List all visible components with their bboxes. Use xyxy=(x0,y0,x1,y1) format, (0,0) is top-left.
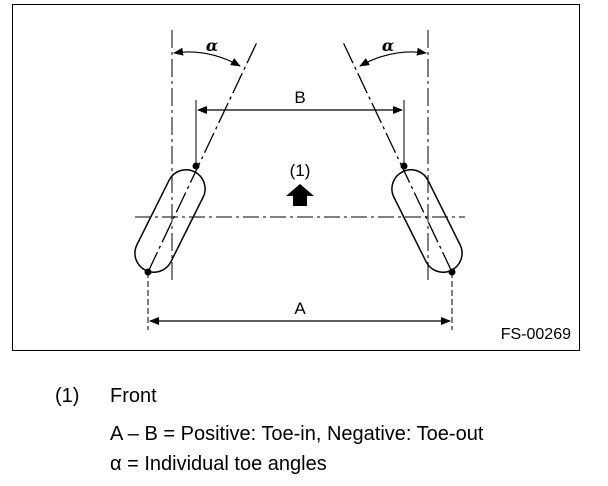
left-angle-label: α xyxy=(206,36,218,55)
figure-code: FS-00269 xyxy=(500,326,571,343)
right-rear-point xyxy=(448,268,456,276)
front-marker-label: (1) xyxy=(290,161,311,180)
left-angle-arc xyxy=(173,47,241,67)
label-a: A xyxy=(294,299,306,318)
right-angle-arc xyxy=(359,47,427,67)
figure-frame: FS-00269 xyxy=(12,4,580,351)
left-wheel-axis-line xyxy=(147,39,259,273)
left-wheel xyxy=(134,169,206,273)
front-arrow-icon xyxy=(286,184,314,206)
left-front-point xyxy=(192,162,200,170)
right-angle-label: α xyxy=(382,36,394,55)
right-wheel-axis-line xyxy=(341,39,453,273)
right-front-point xyxy=(400,162,408,170)
left-rear-point xyxy=(144,268,152,276)
right-wheel xyxy=(391,169,463,273)
label-b: B xyxy=(294,88,305,107)
